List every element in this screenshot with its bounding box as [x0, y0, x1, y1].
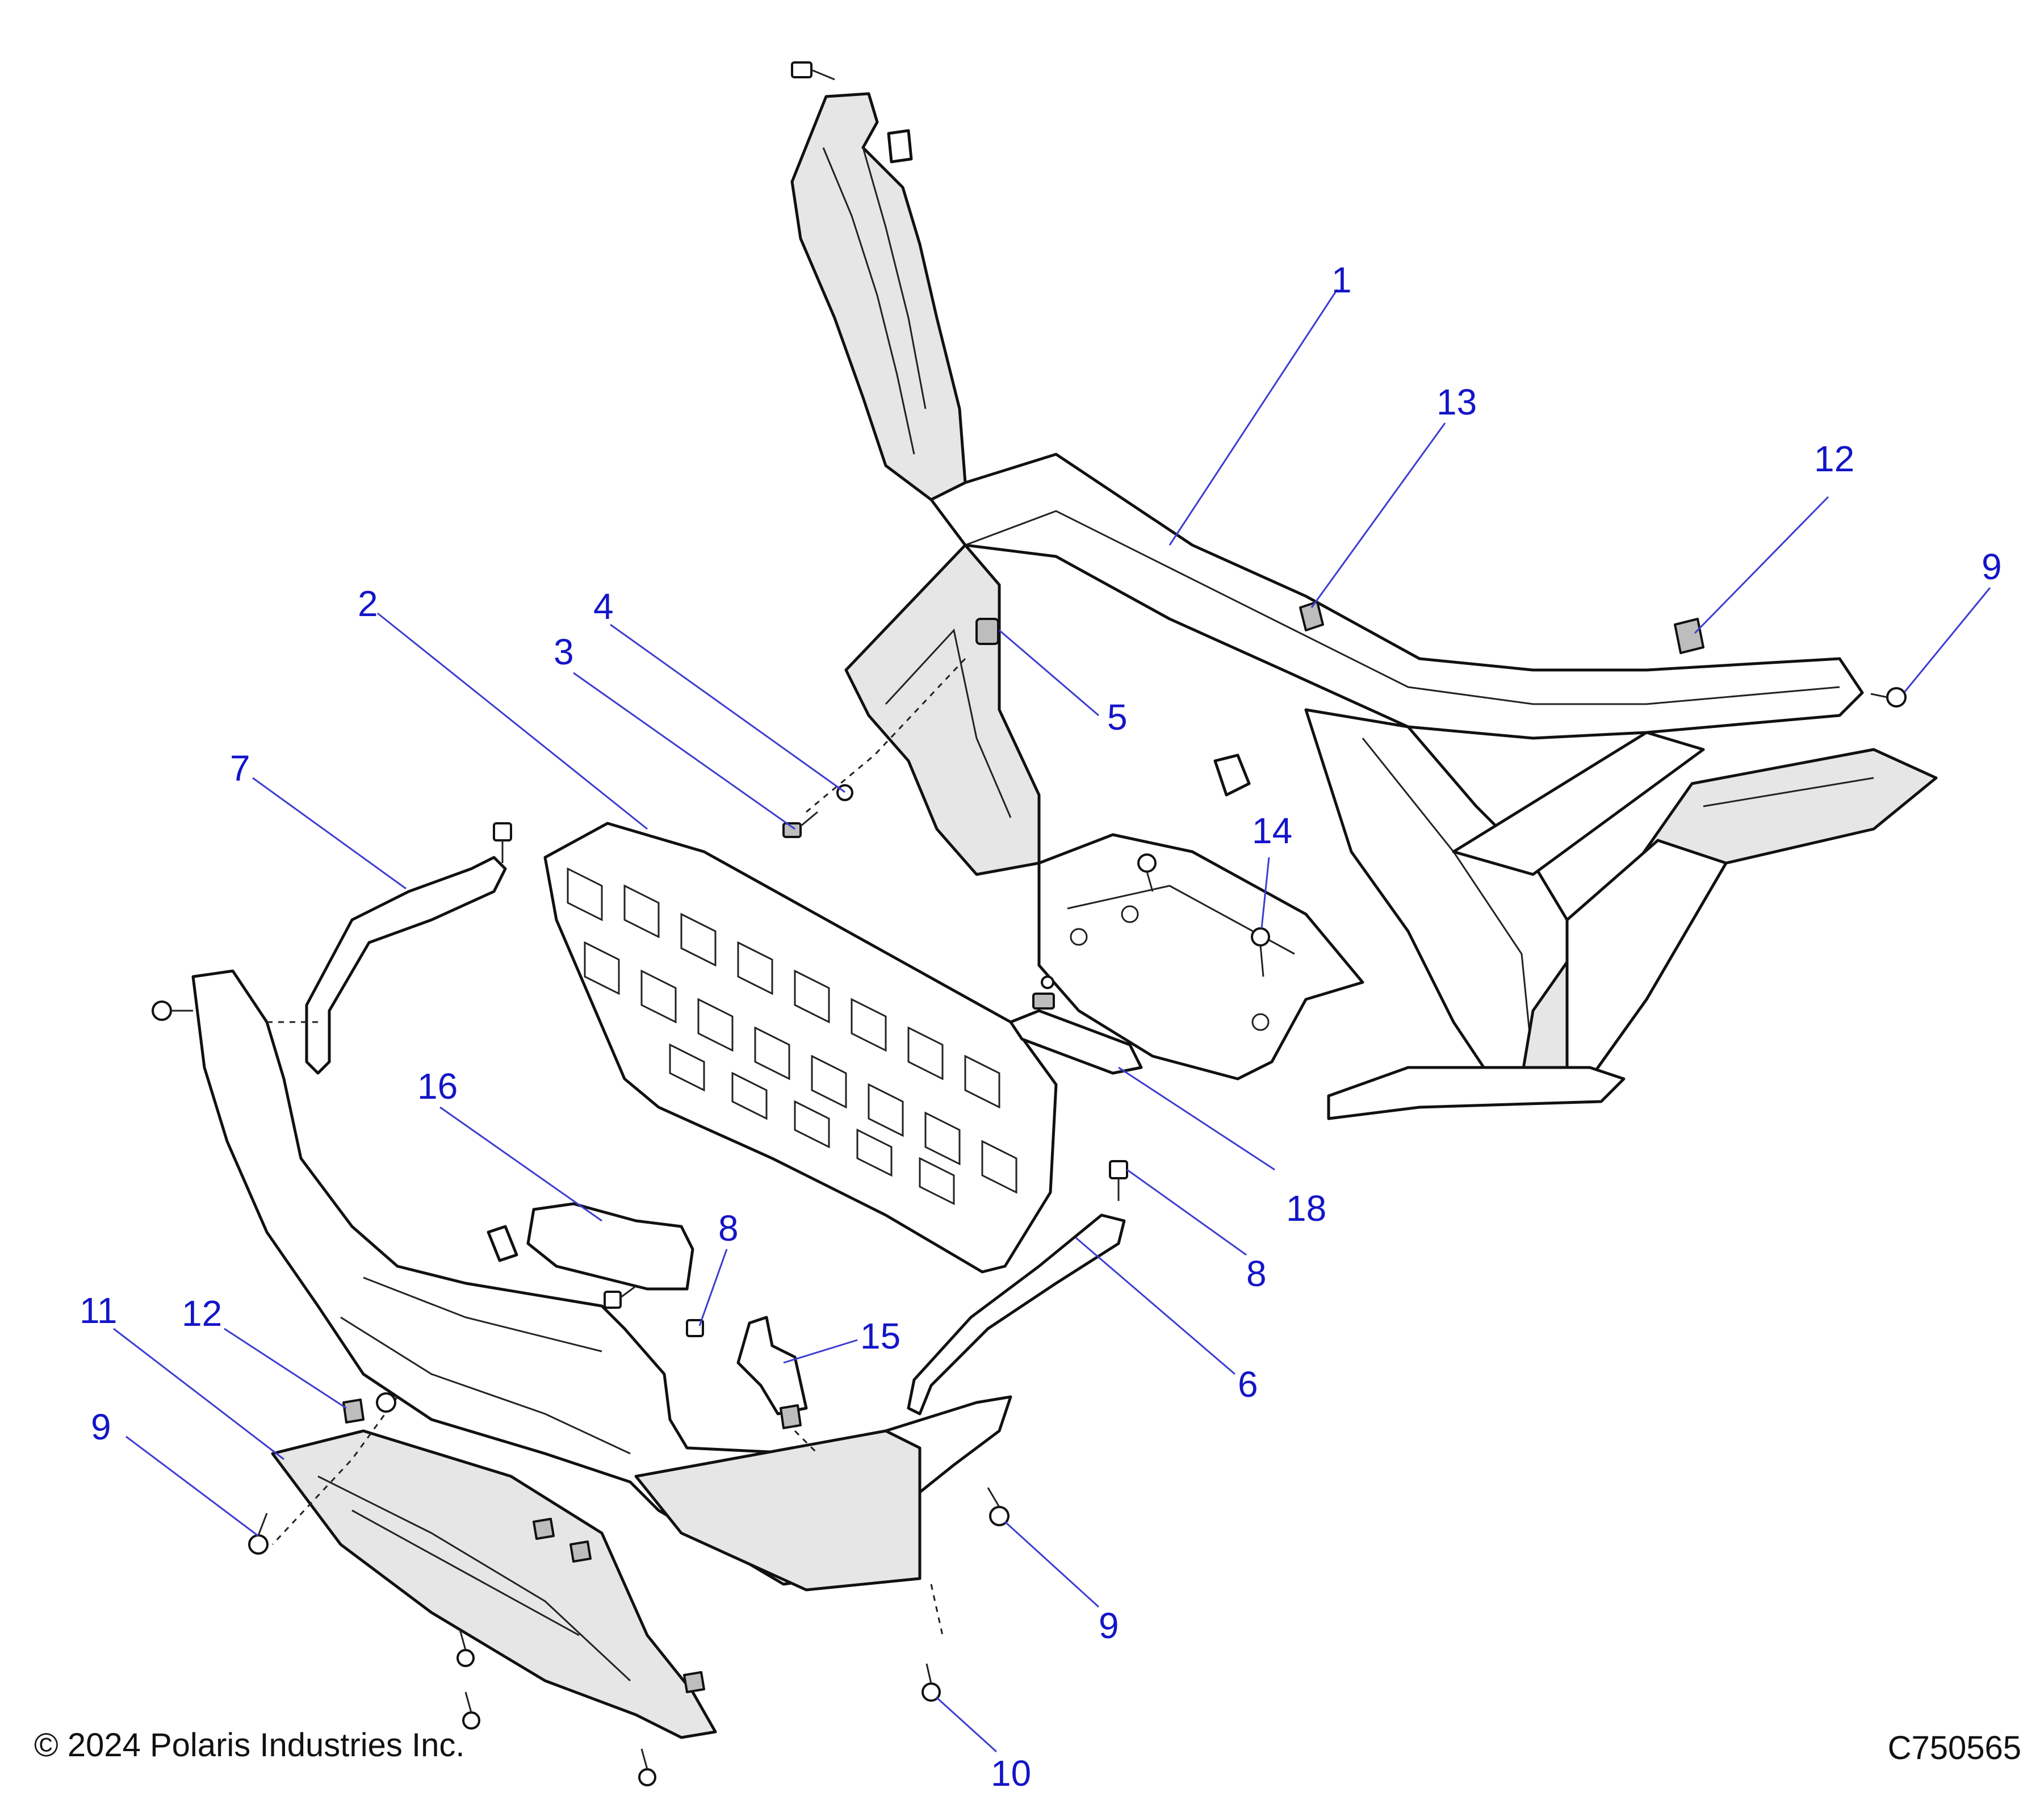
leader-9a [1904, 587, 1991, 692]
grille-hex-pattern [567, 867, 1017, 1205]
bolt-part-8-center [686, 1319, 704, 1337]
front-frame-assembly [790, 92, 1938, 1120]
screw-part-9-lower [987, 1487, 1010, 1526]
callout-13: 13 [1436, 382, 1477, 422]
nut-part-12-lower [342, 1399, 365, 1424]
callout-3: 3 [554, 631, 574, 672]
bolt-top-left [791, 61, 835, 81]
callout-15: 15 [860, 1316, 900, 1357]
bolt-frame-center [1137, 853, 1157, 892]
assembly-guides [267, 658, 966, 1636]
leader-2 [377, 612, 648, 830]
leader-10 [936, 1697, 998, 1753]
right-support-bracket [736, 1316, 808, 1416]
callout-6: 6 [1238, 1364, 1258, 1405]
screw-part-14 [1251, 927, 1270, 977]
screw-part-9-right [1870, 687, 1907, 707]
callout-5: 5 [1107, 697, 1128, 738]
callout-14: 14 [1252, 810, 1292, 851]
lower-bumper [191, 969, 1012, 1592]
bolt-part-8-right [1109, 1160, 1128, 1201]
nut-part-12-upper [1674, 618, 1704, 654]
callout-9-right: 9 [1982, 546, 2002, 587]
trim-strip [1009, 1009, 1143, 1075]
clip-center-frame [1213, 753, 1251, 797]
callout-10: 10 [991, 1753, 1031, 1794]
leader-6 [1075, 1237, 1235, 1375]
leader-18 [1118, 1066, 1275, 1171]
callout-9-left: 9 [91, 1406, 111, 1447]
callout-4: 4 [593, 586, 614, 627]
bolt-center-bracket [604, 1285, 636, 1309]
callout-7: 7 [230, 748, 250, 789]
leader-lines [113, 289, 1991, 1753]
leader-9b [125, 1435, 259, 1537]
callout-12-lower: 12 [182, 1293, 222, 1334]
leader-14 [1260, 857, 1270, 929]
leader-8a [698, 1249, 728, 1326]
grille [543, 822, 1058, 1274]
callout-9-lower: 9 [1099, 1605, 1119, 1646]
drawing-number: C750565 [1887, 1730, 2021, 1766]
callout-16: 16 [417, 1066, 458, 1107]
callout-18: 18 [1286, 1188, 1326, 1229]
clips-skid-guard [533, 1518, 705, 1693]
callout-2: 2 [358, 583, 378, 624]
clip-part-15-lower [780, 1404, 802, 1429]
copyright-notice: © 2024 Polaris Industries Inc. [34, 1727, 465, 1764]
plug-bumper [376, 1392, 396, 1413]
clip-part-13 [1299, 601, 1324, 631]
leader-16 [439, 1106, 602, 1222]
leader-8b [1126, 1169, 1247, 1256]
screw-bumper-left [152, 1000, 193, 1021]
leader-12b [1694, 496, 1829, 634]
lower-skid-guard [271, 1429, 717, 1739]
leader-12a [224, 1328, 347, 1409]
bolt-part-7-top [493, 822, 512, 863]
leader-5 [999, 629, 1099, 717]
screw-part-10 [922, 1663, 941, 1702]
callout-8-center: 8 [718, 1208, 739, 1249]
leader-7 [252, 777, 407, 890]
right-side-bracket [907, 1213, 1126, 1416]
leader-13 [1310, 422, 1446, 608]
callout-12-upper: 12 [1814, 438, 1854, 479]
leader-3 [573, 672, 795, 830]
callout-labels: 1 2 3 4 5 6 7 8 8 9 9 9 10 11 12 12 13 1… [79, 259, 2002, 1794]
leader-4 [610, 623, 845, 793]
clip-center-left [487, 1225, 518, 1262]
callout-1: 1 [1331, 259, 1352, 300]
clip-part-5 [975, 618, 999, 645]
leader-11 [113, 1328, 284, 1460]
callout-8-right: 8 [1246, 1253, 1267, 1294]
bolt-frame-lower [1032, 976, 1055, 1010]
fasteners [152, 61, 1907, 1786]
bolt-part-3 [782, 811, 818, 838]
callout-11: 11 [79, 1290, 117, 1331]
center-bracket [526, 1202, 694, 1291]
screw-part-9-left [248, 1513, 269, 1555]
left-side-bracket [305, 856, 507, 1075]
leader-1 [1168, 289, 1338, 546]
leader-9c [1004, 1521, 1100, 1608]
screws-skid-guard [456, 1629, 656, 1786]
leader-15 [783, 1339, 858, 1364]
